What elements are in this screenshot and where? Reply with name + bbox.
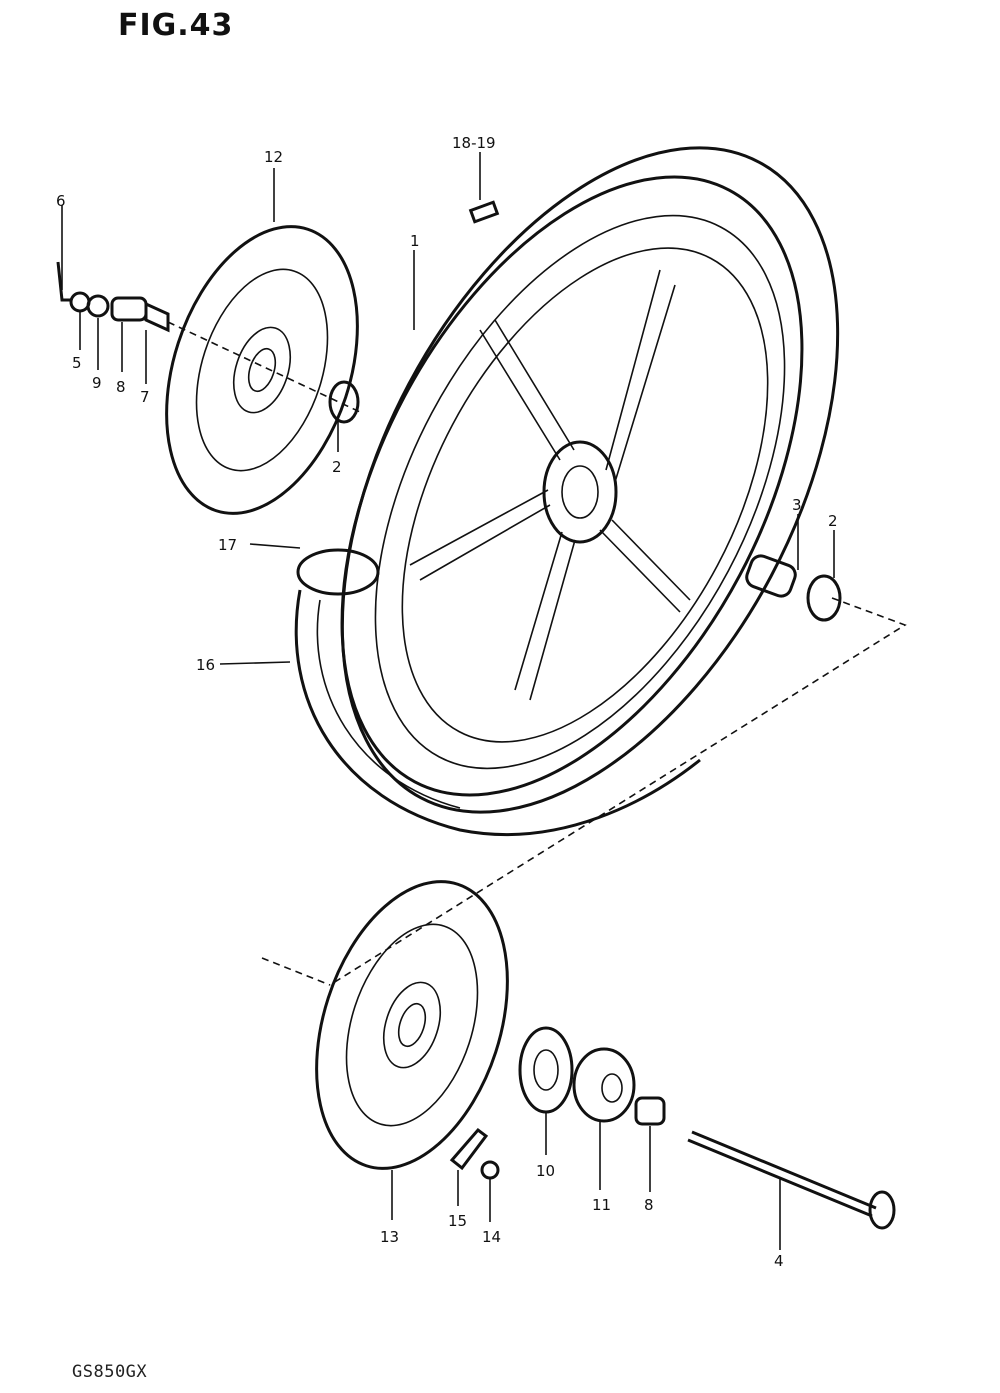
figure-title: FIG.43: [118, 8, 234, 43]
leader-lines: [79, 152, 835, 1250]
callout-8-upper: 8: [116, 378, 126, 396]
disc-washer: [480, 1160, 500, 1180]
upper-brake-disc: [165, 225, 359, 515]
callout-14: 14: [482, 1228, 501, 1246]
callout-15: 15: [448, 1212, 467, 1230]
right-spacer-and-seal: [745, 554, 842, 622]
model-label: GS850GX: [72, 1362, 148, 1382]
callout-6: 6: [56, 192, 66, 210]
callout-1: 1: [410, 232, 420, 250]
disc-bolt: [449, 1127, 489, 1171]
callout-17: 17: [218, 536, 237, 554]
lower-brake-disc: [315, 880, 509, 1170]
callout-7: 7: [140, 388, 150, 406]
callout-16: 16: [196, 656, 215, 674]
callout-3: 3: [792, 496, 802, 514]
callout-18-19: 18-19: [452, 134, 496, 152]
oil-seal: [328, 380, 360, 424]
callout-10: 10: [536, 1162, 555, 1180]
callout-2-right: 2: [828, 512, 838, 530]
callout-9: 9: [92, 374, 102, 392]
callout-4: 4: [774, 1252, 784, 1270]
front-axle: [687, 1130, 896, 1230]
callout-8-lower: 8: [644, 1196, 654, 1214]
callout-11: 11: [592, 1196, 611, 1214]
callout-12: 12: [264, 148, 283, 166]
callout-2-left: 2: [332, 458, 342, 476]
wheel-assembly: [294, 146, 840, 836]
callout-5: 5: [72, 354, 82, 372]
callout-13: 13: [380, 1228, 399, 1246]
left-axle-parts: [56, 205, 170, 333]
alignment-line-lower: [261, 957, 331, 986]
alignment-line-upper: [329, 597, 907, 986]
speedometer-parts: [518, 1026, 666, 1126]
